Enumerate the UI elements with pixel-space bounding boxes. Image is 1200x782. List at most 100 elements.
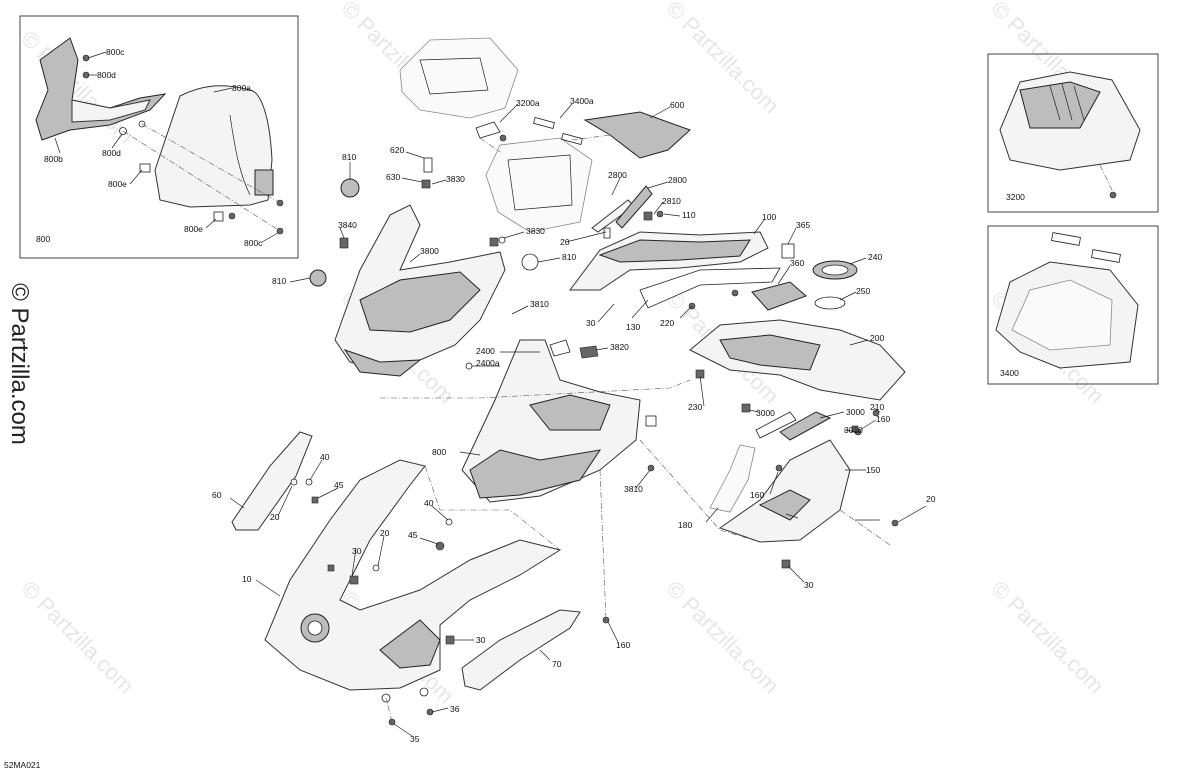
windshield-deflector-part bbox=[35, 37, 167, 141]
inset-reference-3400: 3400 bbox=[1000, 368, 1019, 378]
callout-800: 800 bbox=[432, 447, 446, 457]
grommet-810 bbox=[309, 269, 327, 287]
part-70-trim bbox=[461, 609, 581, 691]
deflector-panel bbox=[71, 99, 151, 123]
callout-600: 600 bbox=[670, 100, 684, 110]
callout-30: 30 bbox=[476, 635, 486, 645]
storage-cover-ghost bbox=[399, 37, 519, 119]
storage-bin-inner bbox=[1011, 279, 1113, 351]
leader-lines bbox=[229, 103, 927, 737]
callout-800c: 800c bbox=[244, 238, 263, 248]
callout-2400a: 2400a bbox=[476, 358, 500, 368]
callout-40: 40 bbox=[424, 498, 434, 508]
callout-160: 160 bbox=[616, 640, 630, 650]
part-130-strip bbox=[639, 267, 781, 309]
callout-3820: 3820 bbox=[610, 342, 629, 352]
callout-800e: 800e bbox=[108, 179, 127, 189]
callout-20: 20 bbox=[380, 528, 390, 538]
storage-bin-ghost bbox=[485, 137, 593, 233]
callout-220: 220 bbox=[660, 318, 674, 328]
part-600 bbox=[583, 111, 691, 159]
grommet-810 bbox=[521, 253, 539, 271]
callout-800c: 800c bbox=[106, 47, 125, 57]
part-10-front-fairing bbox=[264, 459, 562, 691]
callout-230: 230 bbox=[688, 402, 702, 412]
callout-3800: 3800 bbox=[420, 246, 439, 256]
callout-630: 630 bbox=[386, 172, 400, 182]
callout-35: 35 bbox=[410, 734, 420, 744]
callout-2810: 2810 bbox=[662, 196, 681, 206]
callout-240: 240 bbox=[868, 252, 882, 262]
callout-2800: 2800 bbox=[608, 170, 627, 180]
callout-800d: 800d bbox=[97, 70, 116, 80]
callout-800e: 800e bbox=[184, 224, 203, 234]
callout-45: 45 bbox=[334, 480, 344, 490]
callout-365: 365 bbox=[796, 220, 810, 230]
inset-reference-800: 800 bbox=[36, 234, 50, 244]
callout-3840: 3840 bbox=[338, 220, 357, 230]
callout-800d: 800d bbox=[102, 148, 121, 158]
callout-160: 160 bbox=[876, 414, 890, 424]
callout-150: 150 bbox=[866, 465, 880, 475]
inset-frame bbox=[987, 225, 1159, 385]
inset-storage-cover: 3200 bbox=[987, 53, 1159, 213]
watermark: © Partzilla.com bbox=[16, 576, 139, 699]
callout-800b: 800b bbox=[44, 154, 63, 164]
callout-45: 45 bbox=[408, 530, 418, 540]
watermark: © Partzilla.com bbox=[986, 576, 1109, 699]
callout-labels: 3200a 3400a 600 620 810 630 3830 2800 28… bbox=[212, 96, 936, 744]
inset-reference-3200: 3200 bbox=[1006, 192, 1025, 202]
callout-200: 200 bbox=[870, 333, 884, 343]
callout-810: 810 bbox=[562, 252, 576, 262]
callout-3400a: 3400a bbox=[570, 96, 594, 106]
storage-cover-top bbox=[1019, 81, 1101, 129]
callout-20: 20 bbox=[926, 494, 936, 504]
callout-180: 180 bbox=[678, 520, 692, 530]
callout-3000: 3000 bbox=[756, 408, 775, 418]
callout-3200a: 3200a bbox=[516, 98, 540, 108]
callout-2800: 2800 bbox=[668, 175, 687, 185]
part-250-gasket bbox=[814, 296, 846, 310]
callout-10: 10 bbox=[242, 574, 252, 584]
callout-810: 810 bbox=[272, 276, 286, 286]
part-180-panel bbox=[709, 444, 756, 513]
watermark: © Partzilla.com bbox=[661, 576, 784, 699]
grommet-810 bbox=[340, 178, 360, 198]
callout-810: 810 bbox=[342, 152, 356, 162]
callout-40: 40 bbox=[320, 452, 330, 462]
callout-3810: 3810 bbox=[530, 299, 549, 309]
callout-130: 130 bbox=[626, 322, 640, 332]
callout-2400: 2400 bbox=[476, 346, 495, 356]
inset-storage-bin: 3400 bbox=[987, 225, 1159, 385]
callout-36: 36 bbox=[450, 704, 460, 714]
callout-3000: 3000 bbox=[846, 407, 865, 417]
side-watermark: © Partzilla.com bbox=[5, 283, 33, 445]
callout-70: 70 bbox=[552, 659, 562, 669]
callout-3810: 3810 bbox=[624, 484, 643, 494]
diagram-code: 52MA021 bbox=[4, 760, 41, 770]
callout-100: 100 bbox=[762, 212, 776, 222]
callout-360: 360 bbox=[790, 258, 804, 268]
callout-250: 250 bbox=[856, 286, 870, 296]
callout-30: 30 bbox=[804, 580, 814, 590]
callout-30: 30 bbox=[352, 546, 362, 556]
callout-20: 20 bbox=[270, 512, 280, 522]
part-365 bbox=[781, 243, 795, 259]
callout-20: 20 bbox=[560, 237, 570, 247]
callout-3830: 3830 bbox=[526, 226, 545, 236]
callout-3830: 3830 bbox=[446, 174, 465, 184]
inset-frame bbox=[19, 15, 299, 259]
callout-60: 60 bbox=[212, 490, 222, 500]
callout-160: 160 bbox=[750, 490, 764, 500]
callout-30: 30 bbox=[586, 318, 596, 328]
callout-620: 620 bbox=[390, 145, 404, 155]
windshield-bracket bbox=[254, 169, 274, 196]
callout-110: 110 bbox=[682, 210, 696, 220]
callout-800a: 800a bbox=[232, 83, 251, 93]
inset-frame bbox=[987, 53, 1159, 213]
inset-windshield-kit: 800c 800d 800a 800b 800d 800e 800e 800c … bbox=[19, 15, 299, 259]
part-360-switch-panel bbox=[751, 281, 807, 311]
callout-3010: 3010 bbox=[844, 425, 863, 435]
